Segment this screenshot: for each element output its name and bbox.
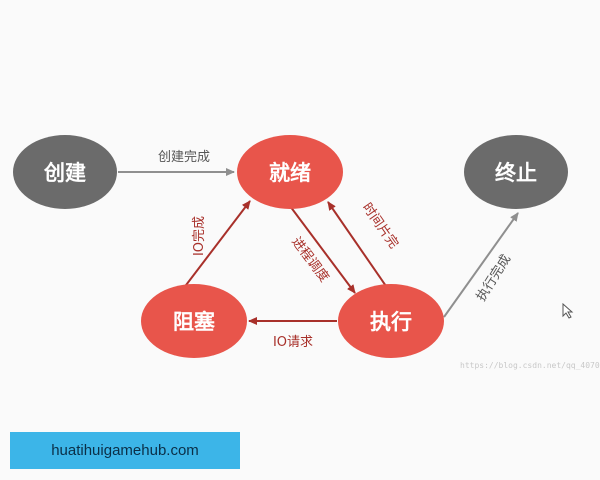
edge-label-schedule: 进程调度 — [288, 234, 332, 285]
edge-label-create-done: 创建完成 — [158, 150, 210, 165]
edge-label-timeslice: 时间片完 — [359, 200, 401, 251]
node-terminate-label: 终止 — [495, 161, 537, 185]
node-create: 创建 — [13, 135, 117, 209]
node-running: 执行 — [338, 284, 444, 358]
watermark: https://blog.csdn.net/qq_40705355 — [460, 361, 600, 370]
node-blocked-label: 阻塞 — [173, 310, 216, 334]
edge-label-exec-done: 执行完成 — [474, 252, 514, 304]
node-create-label: 创建 — [43, 161, 86, 185]
node-ready: 就绪 — [237, 135, 343, 209]
node-terminate: 终止 — [464, 135, 568, 209]
edge-running-to-ready — [327, 201, 389, 290]
banner-text: huatihuigamehub.com — [51, 442, 199, 459]
node-ready-label: 就绪 — [269, 161, 311, 185]
site-banner[interactable]: huatihuigamehub.com — [10, 432, 240, 469]
edge-blocked-to-ready — [179, 200, 251, 294]
node-running-label: 执行 — [370, 310, 412, 334]
edge-running-to-terminate — [443, 212, 519, 318]
edge-label-io-done: IO完成 — [192, 216, 207, 256]
mouse-cursor-icon — [562, 303, 574, 319]
edge-label-io-request: IO请求 — [273, 335, 313, 350]
edge-ready-to-running — [289, 205, 356, 294]
node-blocked: 阻塞 — [141, 284, 247, 358]
